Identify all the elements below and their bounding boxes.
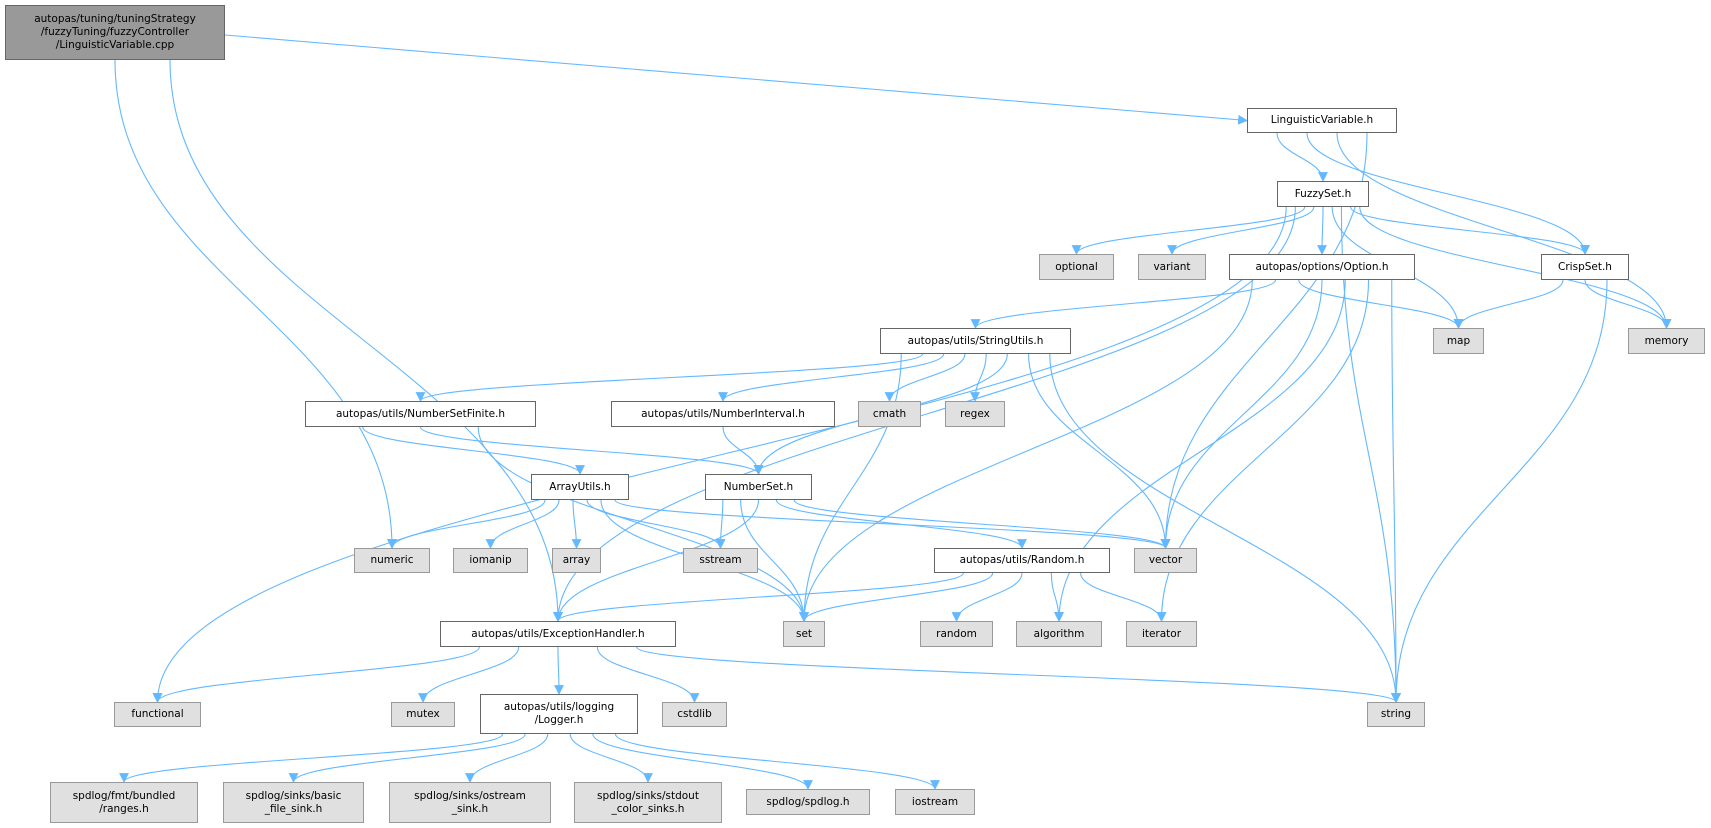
- edge-stringutils-to-ninterval: [718, 353, 945, 402]
- edge-arrayutils-to-vector: [614, 499, 1171, 549]
- graph-node-nsfinite[interactable]: autopas/utils/NumberSetFinite.h: [305, 401, 536, 427]
- edge-logger-to-ranges: [119, 733, 504, 783]
- graph-node-random_h[interactable]: autopas/utils/Random.h: [934, 548, 1110, 573]
- graph-node-optional[interactable]: optional: [1039, 254, 1114, 280]
- graph-node-mutex[interactable]: mutex: [391, 702, 455, 727]
- edge-exception-to-functional: [152, 646, 480, 703]
- edge-option-to-map: [1298, 279, 1464, 329]
- edge-numberset-to-random_h: [775, 499, 1027, 549]
- graph-node-algorithm[interactable]: algorithm: [1016, 621, 1102, 647]
- edge-stringutils-to-cmath: [884, 353, 966, 402]
- graph-node-memory[interactable]: memory: [1628, 328, 1705, 354]
- edge-exception-to-string: [636, 646, 1401, 703]
- edge-random_h-to-iterator: [1080, 572, 1167, 622]
- edge-nsfinite-to-set: [477, 426, 809, 622]
- graph-node-exception[interactable]: autopas/utils/ExceptionHandler.h: [440, 621, 676, 647]
- edge-option-to-string: [1391, 279, 1401, 703]
- graph-node-basicsink[interactable]: spdlog/sinks/basic _file_sink.h: [223, 782, 364, 823]
- edge-stringutils-to-string: [1049, 353, 1401, 703]
- graph-node-ninterval[interactable]: autopas/utils/NumberInterval.h: [611, 401, 835, 427]
- graph-node-set[interactable]: set: [783, 621, 825, 647]
- edge-cpp-to-exception: [169, 59, 563, 622]
- graph-node-array[interactable]: array: [552, 548, 601, 573]
- graph-node-arrayutils[interactable]: ArrayUtils.h: [531, 474, 629, 500]
- edge-exception-to-mutex: [418, 646, 520, 703]
- edge-cpp-to-numeric: [114, 59, 397, 549]
- edge-random_h-to-exception: [553, 572, 964, 622]
- graph-node-spdlog[interactable]: spdlog/spdlog.h: [746, 789, 870, 815]
- edge-numberset-to-vector: [793, 499, 1171, 549]
- edge-fuzzy-to-option: [1317, 206, 1327, 255]
- graph-node-iterator[interactable]: iterator: [1126, 621, 1197, 647]
- graph-node-ranges[interactable]: spdlog/fmt/bundled /ranges.h: [50, 782, 198, 823]
- graph-node-stringutils[interactable]: autopas/utils/StringUtils.h: [880, 328, 1071, 354]
- graph-node-numeric[interactable]: numeric: [354, 548, 430, 573]
- graph-node-cmath[interactable]: cmath: [858, 401, 921, 427]
- edge-numberset-to-set: [740, 499, 809, 622]
- edge-crisp-to-memory: [1584, 279, 1672, 329]
- graph-node-iomanip[interactable]: iomanip: [453, 548, 528, 573]
- edge-logger-to-basicsink: [288, 733, 526, 783]
- edge-arrayutils-to-array: [571, 499, 582, 549]
- graph-node-regex[interactable]: regex: [945, 401, 1005, 427]
- graph-node-stdoutsink[interactable]: spdlog/sinks/stdout _color_sinks.h: [574, 782, 722, 823]
- graph-node-lv[interactable]: LinguisticVariable.h: [1247, 108, 1397, 133]
- edge-numberset-to-sstream: [715, 499, 726, 549]
- edge-option-to-stringutils: [970, 279, 1277, 329]
- edge-random_h-to-algorithm: [1050, 572, 1064, 622]
- edge-logger-to-ostreamsink: [465, 733, 549, 783]
- edge-stringutils-to-set: [799, 353, 902, 622]
- edge-ninterval-to-numberset: [722, 426, 764, 475]
- edge-cpp-to-lv: [224, 34, 1248, 125]
- edge-arrayutils-to-sstream: [586, 499, 726, 549]
- graph-node-numberset[interactable]: NumberSet.h: [705, 474, 812, 500]
- graph-node-ostreamsink[interactable]: spdlog/sinks/ostream _sink.h: [389, 782, 551, 823]
- edge-exception-to-logger: [554, 646, 564, 695]
- graph-node-fuzzy[interactable]: FuzzySet.h: [1277, 181, 1369, 207]
- graph-node-cpp: autopas/tuning/tuningStrategy /fuzzyTuni…: [5, 5, 225, 60]
- graph-node-cstdlib[interactable]: cstdlib: [662, 702, 727, 727]
- graph-node-map[interactable]: map: [1433, 328, 1484, 354]
- edge-option-to-set: [799, 279, 1253, 622]
- edge-fuzzy-to-functional: [152, 206, 1287, 703]
- graph-node-crisp[interactable]: CrispSet.h: [1541, 254, 1629, 280]
- edge-option-to-vector: [1160, 279, 1323, 549]
- edge-nsfinite-to-arrayutils: [362, 426, 585, 475]
- edge-lv-to-memory: [1336, 132, 1672, 329]
- graph-node-functional[interactable]: functional: [114, 702, 201, 727]
- edge-stringutils-to-nsfinite: [415, 353, 923, 402]
- edge-stringutils-to-vector: [1028, 353, 1171, 549]
- edge-nsfinite-to-numberset: [419, 426, 764, 475]
- edge-random_h-to-set: [799, 572, 994, 622]
- graph-node-random[interactable]: random: [920, 621, 993, 647]
- graph-node-logger[interactable]: autopas/utils/logging /Logger.h: [480, 694, 638, 734]
- edge-fuzzy-to-variant: [1167, 206, 1315, 255]
- graph-node-option[interactable]: autopas/options/Option.h: [1229, 254, 1415, 280]
- edge-fuzzy-to-string: [1340, 206, 1401, 703]
- edge-fuzzy-to-optional: [1071, 206, 1306, 255]
- edge-logger-to-stdoutsink: [569, 733, 653, 783]
- edge-crisp-to-string: [1391, 279, 1608, 703]
- edge-logger-to-spdlog: [592, 733, 813, 790]
- graph-node-vector[interactable]: vector: [1134, 548, 1197, 573]
- edge-crisp-to-map: [1453, 279, 1564, 329]
- edge-arrayutils-to-numeric: [387, 499, 546, 549]
- graph-node-variant[interactable]: variant: [1138, 254, 1206, 280]
- edge-exception-to-cstdlib: [596, 646, 700, 703]
- edge-lv-to-fuzzy: [1276, 132, 1328, 182]
- edge-lv-to-crisp: [1306, 132, 1590, 255]
- edge-numberset-to-exception: [553, 499, 760, 622]
- edge-random_h-to-random: [951, 572, 1023, 622]
- edge-arrayutils-to-iomanip: [485, 499, 560, 549]
- edge-logger-to-iostream: [614, 733, 940, 790]
- edge-fuzzy-to-memory: [1359, 206, 1672, 329]
- graph-node-string[interactable]: string: [1367, 702, 1425, 727]
- edge-stringutils-to-regex: [970, 353, 987, 402]
- graph-node-sstream[interactable]: sstream: [683, 548, 758, 573]
- graph-node-iostream[interactable]: iostream: [895, 789, 975, 815]
